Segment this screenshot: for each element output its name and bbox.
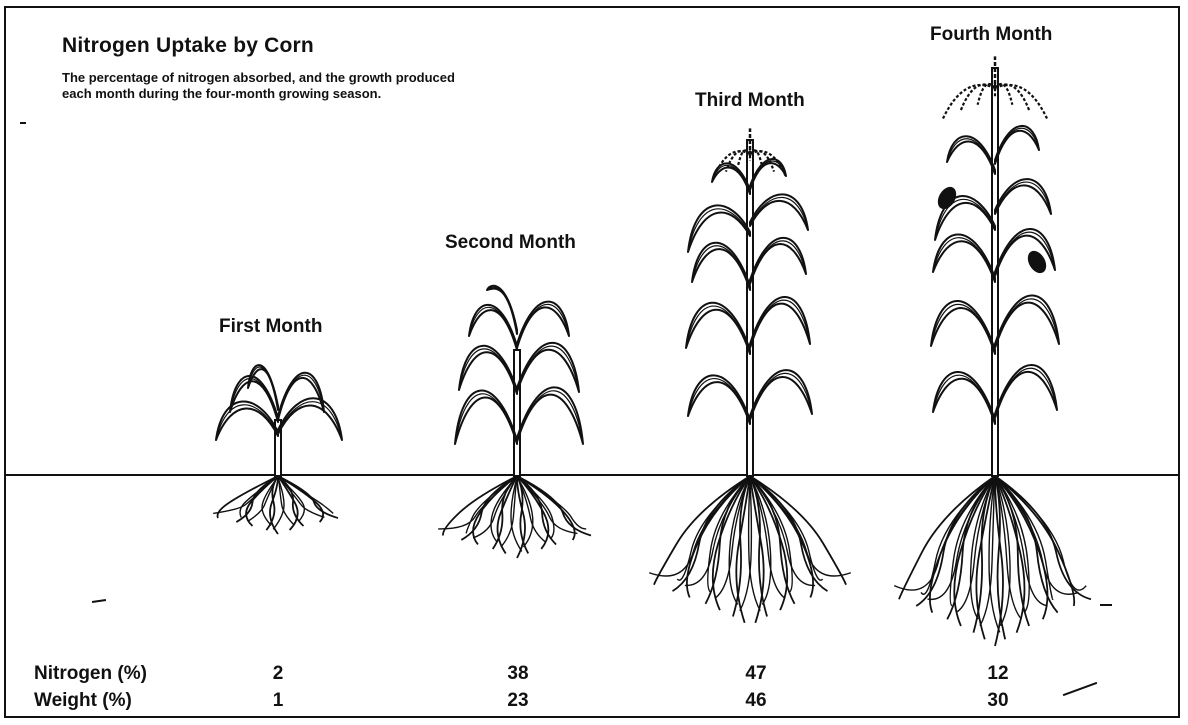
corn-leaf: [686, 303, 750, 354]
corn-leaf: [931, 301, 995, 354]
corn-leaf: [933, 235, 995, 283]
corn-leaf: [750, 238, 806, 284]
leaf-vein: [750, 300, 810, 346]
weight-value-fourth: 30: [968, 690, 1028, 712]
corn-leaf: [995, 229, 1055, 276]
leaf-vein: [995, 299, 1059, 346]
corn-tassel: [995, 85, 1047, 119]
scan-mark: [1100, 604, 1112, 606]
corn-plant-fourth-month: [894, 56, 1091, 646]
corn-tassel: [943, 85, 995, 119]
weight-value-second: 23: [488, 690, 548, 712]
weight-value-first: 1: [248, 690, 308, 712]
corn-plant-second-month: [438, 286, 591, 558]
nitrogen-value-first: 2: [248, 663, 308, 685]
corn-leaf: [278, 398, 342, 440]
row-label-weight: Weight (%): [34, 690, 132, 712]
corn-stalk: [514, 350, 520, 476]
nitrogen-value-third: 47: [726, 663, 786, 685]
corn-plant-third-month: [649, 128, 851, 622]
corn-leaf: [995, 296, 1059, 348]
corn-leaf: [750, 194, 808, 230]
corn-leaf: [216, 401, 278, 440]
row-label-nitrogen: Nitrogen (%): [34, 663, 147, 685]
nitrogen-value-fourth: 12: [968, 663, 1028, 685]
leaf-vein: [459, 349, 517, 392]
corn-plant-first-month: [213, 365, 342, 534]
weight-value-third: 46: [726, 690, 786, 712]
corn-leaf: [750, 297, 810, 348]
corn-leaf: [750, 370, 812, 420]
corn-root: [273, 478, 284, 529]
corn-leaf: [688, 375, 750, 424]
corn-leaf: [995, 365, 1057, 418]
corn-leaf: [933, 372, 995, 424]
nitrogen-value-second: 38: [488, 663, 548, 685]
corn-leaf: [692, 243, 750, 290]
scan-mark: [20, 122, 26, 124]
